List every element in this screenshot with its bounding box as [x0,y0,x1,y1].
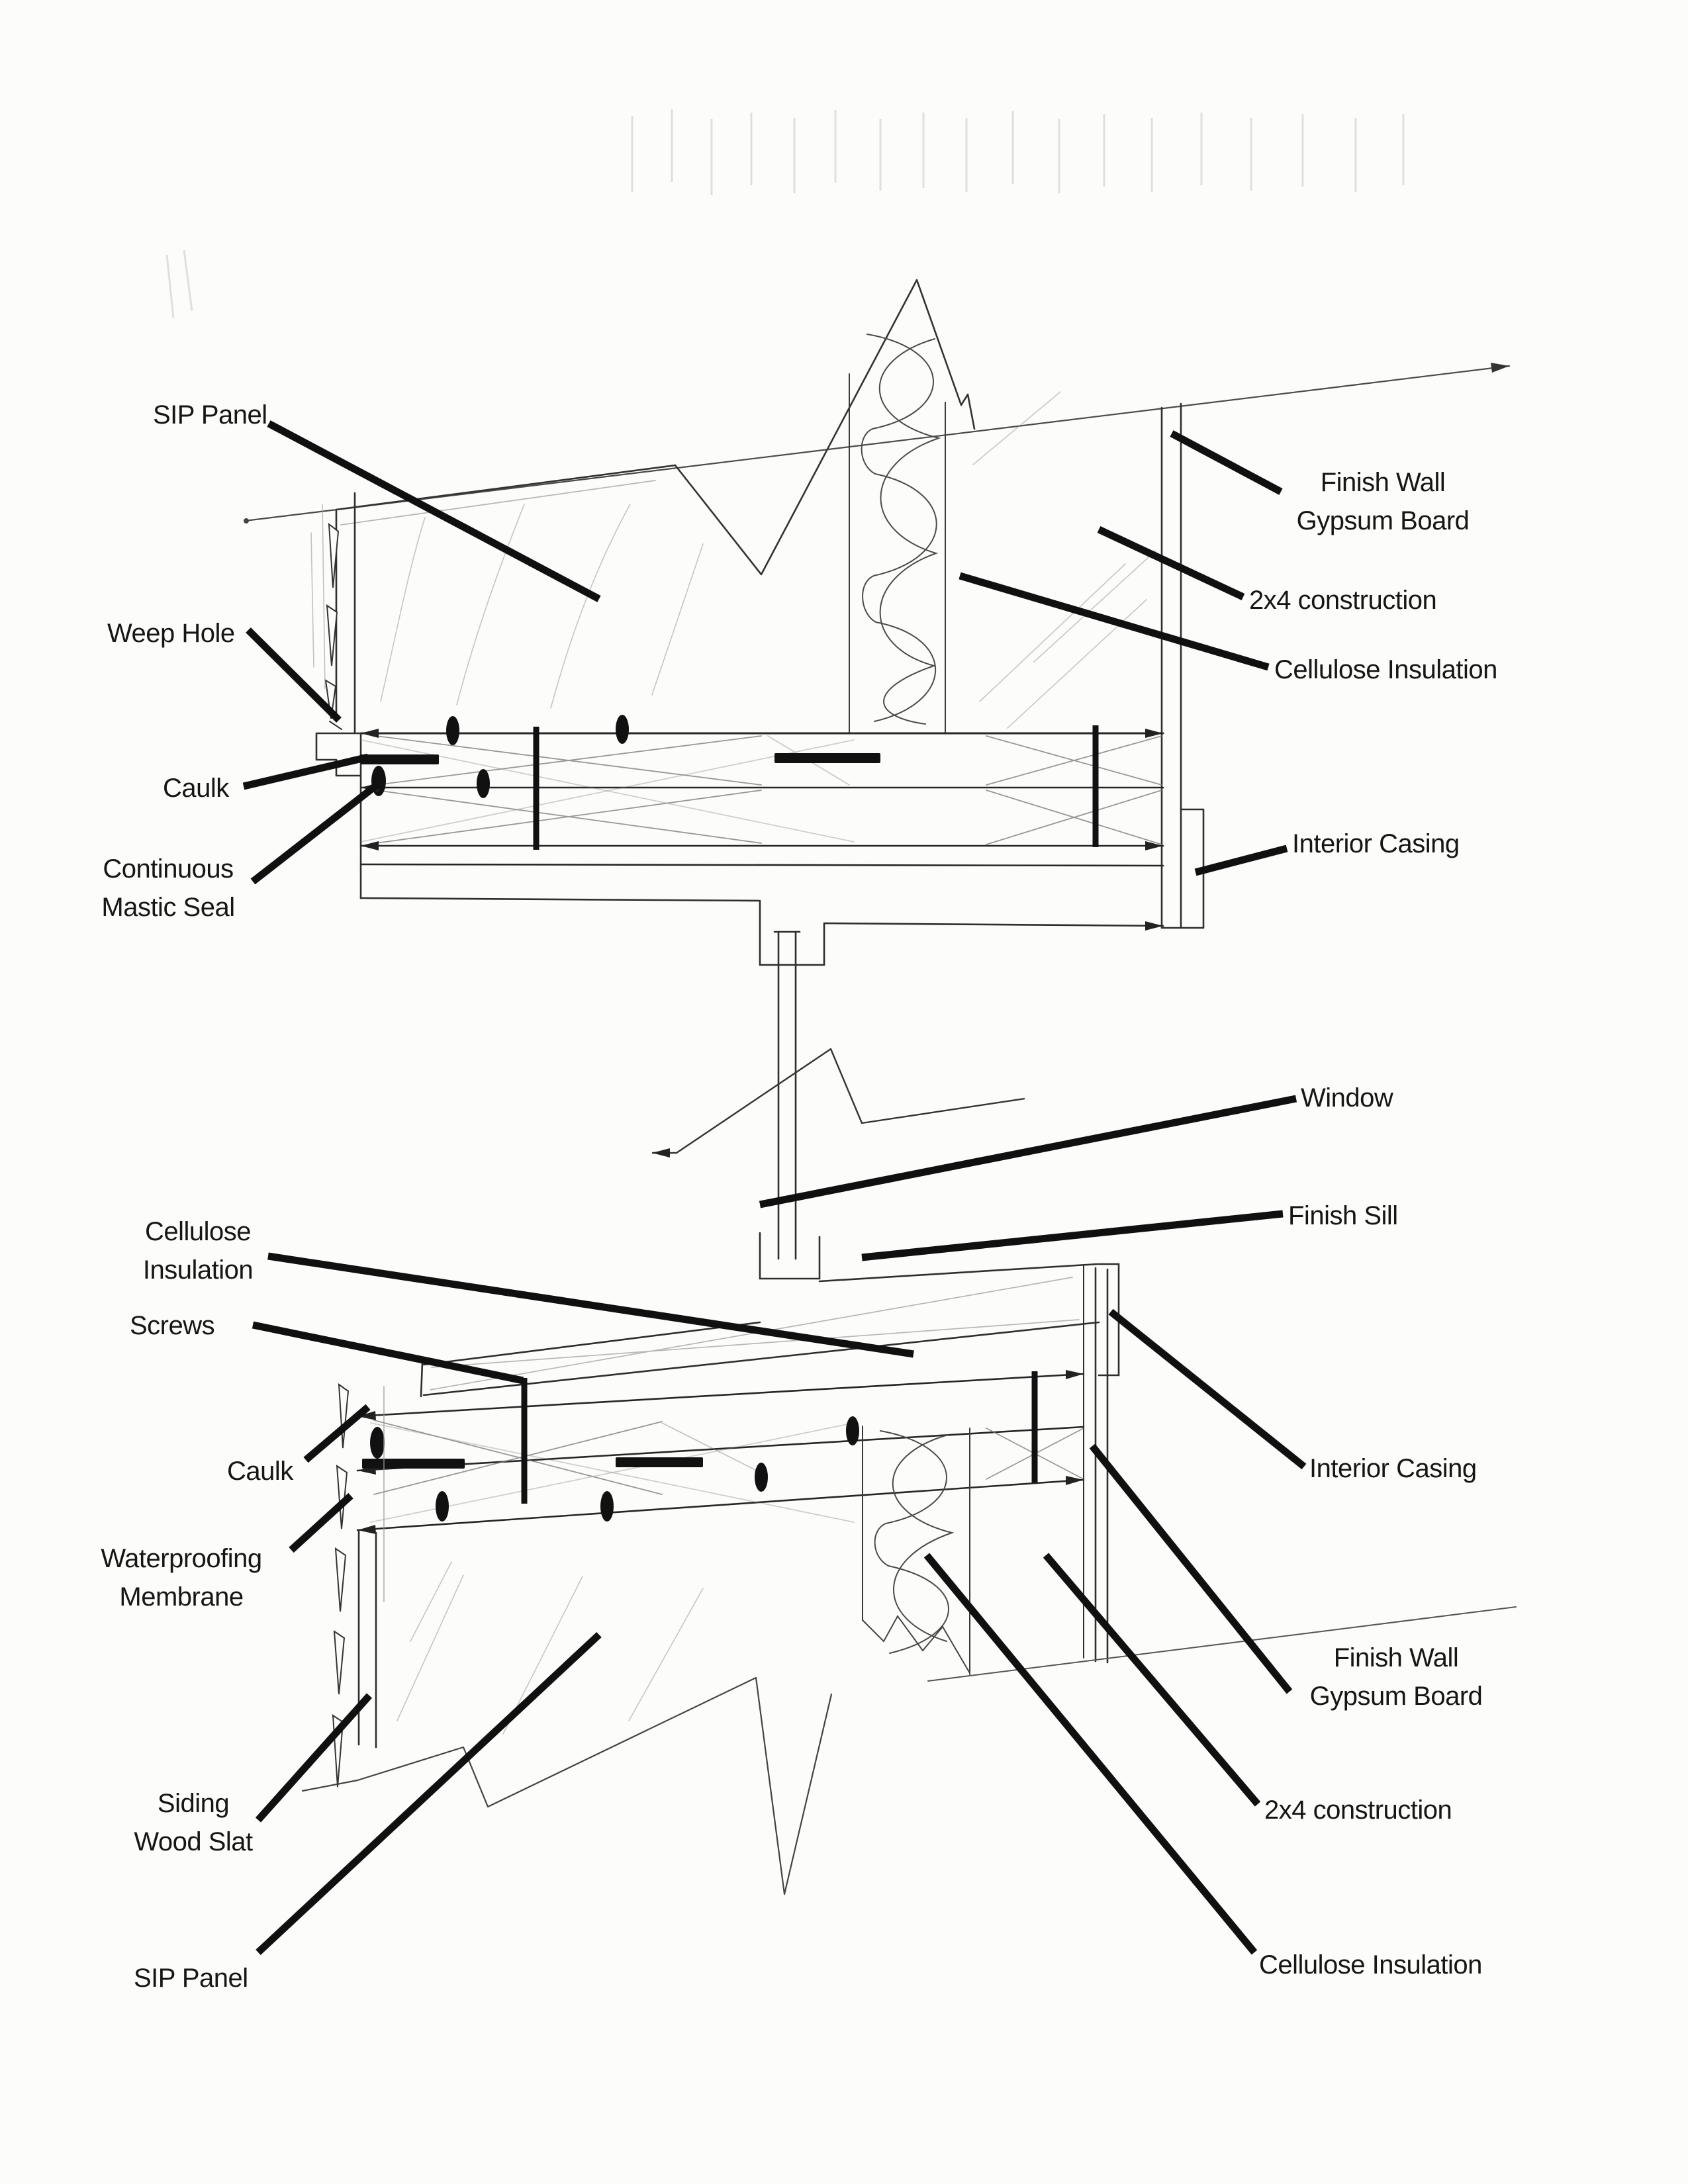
head-break-echo [340,480,656,525]
leader-window [759,1095,1297,1208]
label-interior-casing-head: Interior Casing [1292,829,1460,858]
label-screws: Screws [130,1311,215,1340]
scan-artifacts [165,109,1405,318]
head-screw-ticks [533,725,1099,850]
leader-interior-casing-head [1194,844,1288,876]
head-insulation-column [849,373,946,734]
label-sip-panel-sill: SIP Panel [134,1964,248,1993]
label-2x4-sill: 2x4 construction [1264,1796,1452,1825]
leader-caulk-head [242,753,369,790]
leader-lines [242,420,1307,1956]
sill-insulation-squiggle [874,1430,955,1654]
label-weep-hole: Weep Hole [107,619,235,648]
sill-band-arrowheads [357,1370,1084,1534]
leader-cellulose-sill-left [267,1252,914,1358]
label-cellulose-sill-left: Cellulose Insulation [142,1217,254,1285]
sill-fastener-dots [370,1416,859,1522]
sill-band-lines [356,1373,1085,1531]
head-left-faint-strokes [310,504,326,689]
sill-insulation-bottom-break [862,1615,970,1674]
head-break-line [335,279,976,576]
label-finish-wall-head: Finish Wall Gypsum Board [1296,468,1470,535]
head-sip-hatch [380,504,704,709]
window-sill-cup [759,1232,821,1280]
label-2x4-head: 2x4 construction [1249,586,1437,615]
leader-siding-wood-slat [255,1693,373,1823]
sill-detail [301,1263,1517,1895]
sill-sip-hatch [397,1561,704,1735]
head-2x4-hatch [972,391,1156,729]
leader-sip-panel-sill [256,1631,602,1956]
window-sash-lines [773,931,801,1260]
sill-bottom-slope-line [927,1606,1517,1682]
label-caulk-head: Caulk [163,774,229,803]
head-top-reference-line [244,365,1511,522]
sill-caulk-bars [362,1457,703,1469]
head-insulation-squiggle [861,334,941,725]
mid-break-arrowhead [652,1148,670,1158]
leader-interior-casing-sill [1108,1308,1307,1470]
head-weep-step-profile [315,721,362,899]
head-caulk-bars [361,753,880,764]
label-continuous-mastic-seal: Continuous Mastic Seal [101,854,235,922]
label-finish-sill: Finish Sill [1288,1201,1398,1230]
label-cellulose-head: Cellulose Insulation [1274,655,1497,684]
reference-line-start-dot [244,518,249,523]
head-siding-wedges [324,522,340,719]
leader-cellulose-head [959,572,1270,671]
label-siding-wood-slat: Siding Wood Slat [134,1789,253,1856]
leader-screws [252,1321,524,1385]
label-interior-casing-sill: Interior Casing [1309,1454,1477,1483]
leader-finish-sill [861,1210,1284,1261]
label-waterproofing-membrane: Waterproofing Membrane [101,1544,262,1612]
head-casing-and-pocket [359,897,1164,966]
mid-break-zigzag [652,1048,1025,1154]
sill-screw-ticks [521,1371,1038,1504]
label-caulk-sill: Caulk [227,1457,293,1486]
sill-x-bracing [370,1420,1084,1523]
sill-board [420,1263,1100,1398]
leader-sip-panel-head [267,420,601,602]
leader-cellulose-sill-right [923,1553,1258,1955]
head-band-lines [359,732,1164,867]
sill-sip-edges [357,1529,377,1749]
leader-2x4-sill [1043,1553,1261,1807]
leader-finish-wall-head [1170,430,1283,495]
label-cellulose-sill-right: Cellulose Insulation [1259,1950,1482,1979]
leader-continuous-mastic-seal [250,780,381,885]
label-finish-wall-sill: Finish Wall Gypsum Board [1309,1643,1483,1711]
reference-line-arrowhead [1491,363,1509,373]
head-sip-left-edge [335,492,356,735]
leader-finish-wall-sill [1089,1443,1293,1694]
head-gypsum-board-lines [1160,402,1182,929]
leader-waterproofing-membrane [289,1492,353,1553]
sill-board-inner-diagonals [430,1277,1080,1390]
leader-2x4-head [1097,526,1245,600]
label-window: Window [1301,1083,1393,1113]
label-sip-panel-head: SIP Panel [153,400,267,430]
mid-window-break [652,1048,1025,1280]
head-fastener-dots [371,715,629,798]
leader-caulk-sill [303,1404,371,1463]
sill-insulation-column [862,1426,970,1675]
head-x-bracing [360,735,1162,845]
sill-sip-bottom-break [301,1676,833,1895]
leader-weep-hole [246,627,342,723]
head-detail [244,279,1511,1260]
